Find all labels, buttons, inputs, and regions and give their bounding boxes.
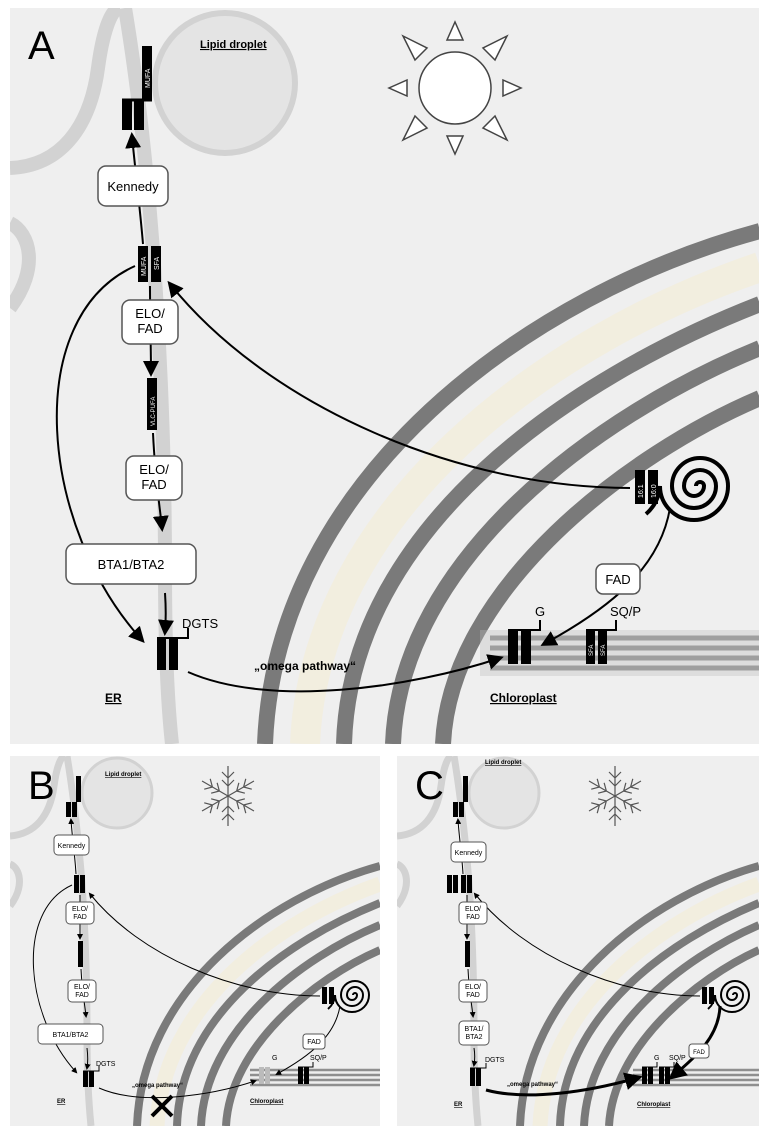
omega-pathway-label: „omega pathway“: [132, 1083, 183, 1089]
fad-label: FAD: [307, 1039, 321, 1046]
panel-c: Kennedy ELO/FAD ELO/FAD BTA1/BTA2 FAD Li…: [397, 756, 759, 1126]
lipid-droplet: [467, 756, 541, 830]
mufa-sfa-lipid: MUFA SFA: [138, 246, 161, 282]
snowflake-icon: [585, 766, 645, 827]
sun-icon: [387, 20, 523, 156]
galactolipid-lipid: [508, 620, 541, 664]
spiral-icon: [644, 456, 731, 522]
elo-fad-1-label: ELO/FAD: [465, 906, 481, 921]
mufa-top-label: MUFA: [145, 68, 152, 88]
left-membrane-bulge: [10, 216, 36, 313]
elo-fad-2-label: ELO/FAD: [465, 984, 481, 999]
panel-c-diagram: Kennedy ELO/FAD ELO/FAD BTA1/BTA2 FAD Li…: [397, 756, 759, 1126]
elo-fad-1-label: ELO/FAD: [72, 906, 88, 921]
er-membrane-outer: [10, 8, 123, 175]
sqp-label: SQ/P: [310, 1055, 327, 1062]
bta-label: BTA1/BTA2: [465, 1026, 484, 1041]
mufa-mid-label: MUFA: [141, 256, 148, 276]
mufa-lipid-droplet: MUFA: [122, 46, 152, 130]
panel-label: C: [415, 764, 444, 808]
sqp-label: SQ/P: [669, 1055, 686, 1062]
cross-icon: [150, 1094, 174, 1118]
bta-label: BTA1/BTA2: [53, 1032, 89, 1039]
sqp-label: SQ/P: [610, 604, 641, 619]
g-label: G: [535, 604, 545, 619]
panel-label: B: [28, 764, 55, 808]
er-label: ER: [57, 1099, 66, 1105]
panel-a: MUFA MUFA SFA VLC-PUFA 16:1 16:0: [10, 8, 759, 744]
elo-fad-box-1: ELO/FAD: [121, 299, 179, 345]
lipid-droplet: [80, 756, 154, 830]
kennedy-label: Kennedy: [58, 843, 86, 850]
chloroplast-envelope-2: [336, 296, 759, 744]
kennedy-box: Kennedy: [97, 165, 169, 207]
chloroplast: [133, 862, 380, 1126]
er-label: ER: [454, 1102, 463, 1108]
elo-fad-1-label: ELO/FAD: [135, 306, 165, 336]
vlc-pufa-label: VLC-PUFA: [151, 397, 157, 426]
snowflake-icon: [198, 766, 258, 827]
fa-16-0-label: 16:0: [651, 484, 658, 498]
er-label: ER: [105, 691, 122, 705]
elo-fad-2-label: ELO/FAD: [139, 462, 169, 492]
panel-b: Kennedy ELO/FAD ELO/FAD BTA1/BTA2 FAD Li…: [10, 756, 380, 1126]
fad-label: FAD: [605, 572, 630, 587]
chloroplast: [257, 223, 759, 744]
dgts-label: DGTS: [485, 1057, 505, 1064]
thylakoid-lines: [490, 635, 759, 671]
sqp-lipid: SFA SFA: [586, 620, 617, 664]
dgts-lipid: [157, 628, 189, 670]
panel-b-diagram: Kennedy ELO/FAD ELO/FAD BTA1/BTA2 FAD Li…: [10, 756, 380, 1126]
fad-label: FAD: [693, 1050, 705, 1056]
sfa-c1-label: SFA: [589, 645, 595, 656]
lipid-droplet: [152, 10, 298, 156]
lipid-droplet-label: Lipid droplet: [485, 760, 521, 766]
kennedy-label: Kennedy: [107, 179, 159, 194]
omega-pathway-label: „omega pathway“: [254, 659, 356, 673]
vlc-pufa-lipid: VLC-PUFA: [147, 378, 157, 430]
arrow-plastid-to-er: [167, 280, 631, 489]
arrow-bta: [158, 592, 174, 636]
elo-fad-2-label: ELO/FAD: [74, 984, 90, 999]
chloroplast-stroma-band: [290, 252, 759, 744]
sfa-mid-label: SFA: [154, 256, 161, 270]
chloroplast-label: Chloroplast: [637, 1102, 670, 1108]
fad-box: FAD: [595, 563, 641, 595]
chloroplast-envelope-4: [435, 390, 759, 744]
dgts-label: DGTS: [96, 1061, 116, 1068]
chloroplast-envelope-outer: [257, 223, 759, 744]
g-label: G: [272, 1055, 277, 1062]
lipid-droplet-label: Lipid droplet: [200, 39, 267, 51]
bta-box: BTA1/BTA2: [65, 543, 197, 585]
panel-label: A: [28, 24, 55, 68]
arrow-omega: [187, 654, 504, 693]
chloroplast-label: Chloroplast: [490, 691, 557, 705]
bta-label: BTA1/BTA2: [98, 557, 165, 572]
dgts-label: DGTS: [182, 616, 218, 631]
chloroplast-envelope-3: [385, 340, 759, 744]
sfa-c2-label: SFA: [601, 645, 607, 656]
spiral-icon: [327, 980, 371, 1013]
fa-16-1-label: 16:1: [638, 484, 645, 498]
g-label: G: [654, 1055, 659, 1062]
lipid-droplet-label: Lipid droplet: [105, 772, 141, 778]
omega-pathway-label: „omega pathway“: [507, 1082, 558, 1088]
spiral-icon: [707, 980, 751, 1013]
arrow-bta-left: [55, 265, 145, 643]
panel-a-diagram: MUFA MUFA SFA VLC-PUFA 16:1 16:0: [10, 8, 759, 744]
kennedy-label: Kennedy: [455, 850, 483, 857]
chloroplast-label: Chloroplast: [250, 1099, 283, 1105]
elo-fad-box-2: ELO/FAD: [125, 455, 183, 501]
fa-16-lipid: 16:1 16:0: [635, 470, 658, 504]
